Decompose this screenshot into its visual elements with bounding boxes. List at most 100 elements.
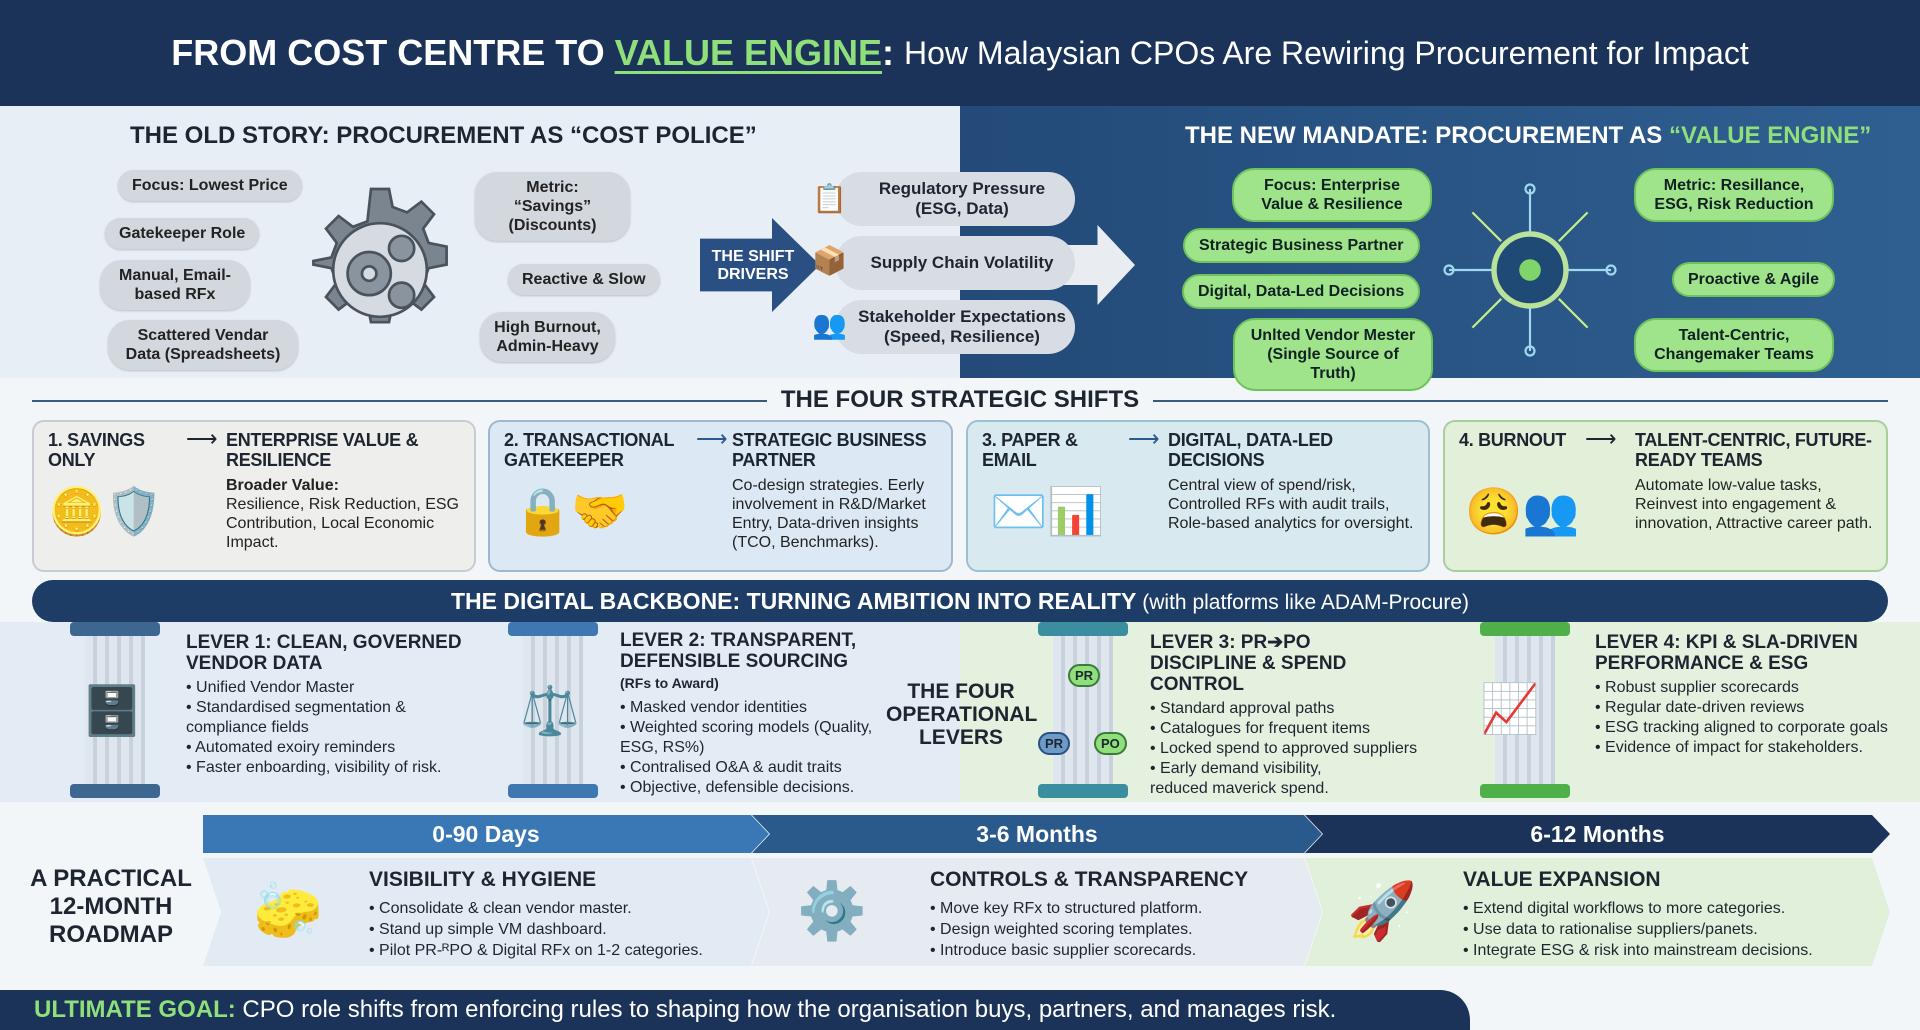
phase-bullet: Introduce basic supplier scorecards. [930, 940, 1202, 961]
lever-bullet: Standardised segmentation & compliance f… [186, 698, 486, 738]
lever-bullet: Locked spend to approved suppliers [1150, 739, 1450, 759]
box-arrows-icon: 📦 [812, 245, 847, 276]
pillar-1: 🗄️ [70, 622, 160, 800]
new-item-metric: Metric: Resillance, ESG, Risk Reduction [1634, 168, 1834, 222]
phase-bullet: Move key RFx to structured platform. [930, 898, 1202, 919]
lever-bullet: Standard approval paths [1150, 699, 1450, 719]
digital-backbone-banner: THE DIGITAL BACKBONE: TURNING AMBITION I… [32, 580, 1888, 622]
phase-bullet: Design weighted scoring templates. [930, 919, 1202, 940]
lever-bullet: Regular date-driven reviews [1595, 698, 1895, 718]
lever-bullet: Unified Vendor Master [186, 678, 486, 698]
phase-header-2: 3-6 Months [752, 815, 1322, 853]
phase-bullet: Consolidate & clean vendor master. [369, 898, 703, 919]
clipboard-icon: 📋 [812, 183, 847, 214]
ultimate-goal-banner: ULTIMATE GOAL: CPO role shifts from enfo… [0, 990, 1470, 1030]
new-item-focus: Focus: Enterprise Value & Resilience [1232, 168, 1432, 222]
four-shifts-divider: THE FOUR STRATEGIC SHIFTS [32, 386, 1888, 413]
old-story-title: THE OLD STORY: PROCUREMENT AS “COST POLI… [130, 122, 757, 149]
scales-icon: ⚖️ [520, 685, 580, 738]
shift-to: ENTERPRISE VALUE & RESILIENCE [226, 430, 419, 470]
old-item-metric: Metric: “Savings” (Discounts) [475, 172, 630, 241]
lever-bullet: ESG tracking aligned to corporate goals [1595, 718, 1895, 738]
phase-bullet: Pilot PR-ᴿPO & Digital RFx on 1-2 catego… [369, 940, 703, 961]
shift-column: DIGITAL, DATA-LED DECISIONS Central view… [1168, 430, 1418, 533]
phase-box-2: ⚙️ CONTROLS & TRANSPARENCY Move key RFx … [752, 858, 1322, 966]
phase-box-1: 🧽 VISIBILITY & HYGIENE Consolidate & cle… [203, 858, 769, 966]
lever-bullet: Contralised O&A & audit traits [620, 758, 878, 778]
shift-card-3: 3. PAPER & EMAIL ⟶ ✉️📊 DIGITAL, DATA-LED… [966, 420, 1430, 572]
phase-header-1: 0-90 Days [203, 815, 769, 853]
dashboard-leaf-icon: 📈 [1480, 683, 1540, 736]
rocket-icon: 🚀 [1347, 879, 1417, 942]
shift-from: 1. SAVINGS ONLY [48, 430, 145, 470]
header-subtitle: How Malaysian CPOs Are Rewiring Procurem… [904, 34, 1749, 71]
pillar-2: ⚖️ [508, 622, 598, 800]
header-banner: FROM COST CENTRE TO VALUE ENGINE: How Ma… [0, 0, 1920, 106]
database-check-icon: 🗄️ [82, 685, 142, 738]
lever-2: LEVER 2: TRANSPARENT, DEFENSIBLE SOURCIN… [620, 630, 878, 798]
old-item-burnout: High Burnout, Admin-Heavy [480, 312, 615, 362]
shift-desc: Co-design strategies. Eerly involvement … [732, 477, 926, 551]
people-icon: 👥 [812, 309, 847, 340]
new-mandate-title-highlight: “VALUE ENGINE” [1669, 122, 1872, 149]
pr-node: PR [1068, 664, 1101, 687]
goal-label: ULTIMATE GOAL: [34, 996, 236, 1023]
new-mandate-title-text: THE NEW MANDATE: PROCUREMENT AS [1185, 122, 1663, 149]
backbone-note: (with platforms like ADAM-Procure) [1142, 591, 1470, 614]
title-part1: FROM COST CENTRE TO [171, 32, 605, 73]
phase-bullet: Integrate ESG & risk into mainstream dec… [1463, 940, 1813, 961]
driver-stakeholder: Stakeholder Expectations (Speed, Resilie… [835, 300, 1075, 354]
operational-levers-label: THE FOUR OPERATIONAL LEVERS [886, 680, 1038, 749]
phase-bullet: Use data to rationalise suppliers/panets… [1463, 919, 1813, 940]
lever-bullet: Robust supplier scorecards [1595, 678, 1895, 698]
shift-desc-bold: Broader Value: [226, 477, 339, 494]
new-item-digital: Digital, Data-Led Decisions [1182, 274, 1421, 309]
goal-text: CPO role shifts from enforcing rules to … [242, 996, 1337, 1023]
shift-column: ENTERPRISE VALUE & RESILIENCE Broader Va… [226, 430, 464, 552]
old-item-scattered: Scattered Vendar Data (Spreadsheets) [108, 320, 298, 370]
gears-lock-icon: ⚙️ [797, 879, 867, 942]
sponge-icon: 🧽 [253, 879, 323, 942]
lever-bullet: Weighted scoring models (Quality, ESG, R… [620, 718, 878, 758]
new-mandate-title: THE NEW MANDATE: PROCUREMENT AS “VALUE E… [1185, 122, 1871, 150]
old-item-reactive: Reactive & Slow [508, 264, 660, 295]
lever-title-text: LEVER 2: TRANSPARENT, DEFENSIBLE SOURCIN… [620, 630, 857, 672]
shift-desc: Central view of spend/risk, Controlled R… [1168, 477, 1414, 532]
new-item-proactive: Proactive & Agile [1672, 262, 1836, 297]
phase-bullet: Stand up simple VM dashboard. [369, 919, 703, 940]
title-colon: : [882, 32, 894, 73]
phase-header-3: 6-12 Months [1305, 815, 1890, 853]
new-item-talent: Talent-Centric, Changemaker Teams [1634, 318, 1834, 372]
lever-title-note: (RFs to Award) [620, 675, 719, 691]
shift-card-4: 4. BURNOUT ⟶ 😩👥 TALENT-CENTRIC, FUTURE-R… [1443, 420, 1888, 572]
lever-title: LEVER 2: TRANSPARENT, DEFENSIBLE SOURCIN… [620, 630, 878, 694]
title-highlight: VALUE ENGINE [614, 32, 882, 73]
shift-column: TALENT-CENTRIC, FUTURE-READY TEAMS Autom… [1635, 430, 1876, 533]
po-node: PO [1094, 732, 1127, 755]
arrow-icon: ⟶ [1585, 426, 1617, 451]
shift-drivers-label: THE SHIFT DRIVERS [711, 248, 795, 283]
backbone-title: THE DIGITAL BACKBONE: TURNING AMBITION I… [450, 588, 1136, 614]
lever-3: LEVER 3: PR➔PO DISCIPLINE & SPEND CONTRO… [1150, 632, 1450, 799]
phase-box-3: 🚀 VALUE EXPANSION Extend digital workflo… [1305, 858, 1890, 966]
four-shifts-title: THE FOUR STRATEGIC SHIFTS [766, 386, 1154, 413]
gear-icon [312, 187, 448, 324]
arrow-icon: ⟶ [696, 426, 728, 451]
shift-desc: Broader Value:Resilience, Risk Reduction… [226, 476, 464, 552]
phase-title: VISIBILITY & HYGIENE [369, 868, 597, 891]
driver-regulatory: Regulatory Pressure (ESG, Data) [835, 172, 1075, 226]
phase-title: VALUE EXPANSION [1463, 868, 1661, 891]
lever-title: LEVER 4: KPI & SLA-DRIVEN PERFORMANCE & … [1595, 632, 1858, 674]
new-item-vendor-master: Unlted Vendor Mester (Single Source of T… [1233, 318, 1433, 391]
shift-from: 4. BURNOUT [1459, 430, 1567, 450]
arrow-icon: ⟶ [1128, 426, 1160, 451]
old-item-focus: Focus: Lowest Price [118, 170, 302, 201]
arrow-icon: ⟶ [186, 426, 218, 451]
shift-card-1: 1. SAVINGS ONLY ⟶ 🪙🛡️ ENTERPRISE VALUE &… [32, 420, 476, 572]
lever-4: LEVER 4: KPI & SLA-DRIVEN PERFORMANCE & … [1595, 632, 1895, 758]
gate-handshake-icon: 🔒🤝 [514, 485, 629, 537]
shift-from: 3. PAPER & EMAIL [982, 430, 1078, 470]
coins-shield-icon: 🪙🛡️ [48, 485, 163, 537]
lever-1: LEVER 1: CLEAN, GOVERNED VENDOR DATA Uni… [186, 632, 486, 778]
lever-bullet: Automated exoiry reminders [186, 738, 486, 758]
